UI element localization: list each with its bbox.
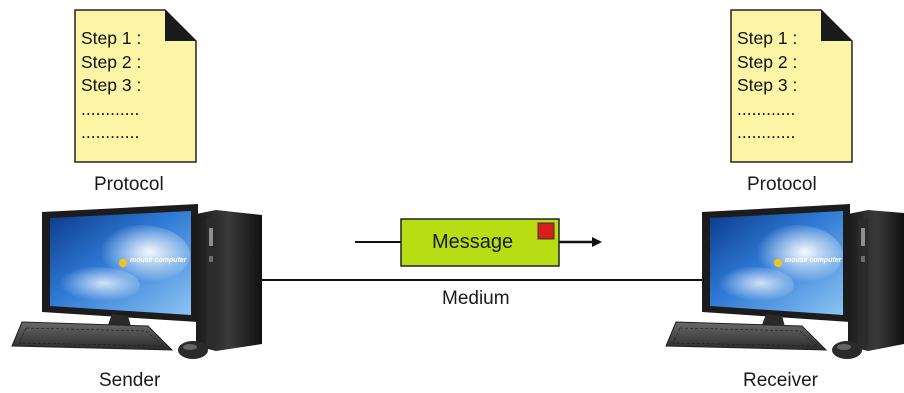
sender-protocol-step-2: Step 2 : (81, 51, 142, 72)
sender-protocol-document (74, 9, 197, 163)
receiver-label: Receiver (743, 370, 818, 391)
message-label: Message (432, 231, 514, 253)
receiver-protocol-step-5: ............ (737, 122, 796, 143)
message-box (400, 218, 560, 267)
sender-protocol-step-5: ............ (81, 122, 140, 143)
receiver-protocol-document (730, 9, 853, 163)
sender-protocol-step-1: Step 1 : (81, 28, 142, 48)
sender-monitor-brand: mouse computer (130, 257, 187, 264)
receiver-protocol-step-4: ............ (737, 98, 796, 119)
receiver-monitor-brand: mouse computer (785, 257, 842, 264)
receiver-protocol-step-1: Step 1 : (737, 28, 798, 48)
sender-protocol-step-3: Step 3 : (81, 75, 142, 96)
sender-computer (11, 204, 262, 359)
receiver-protocol-step-3: Step 3 : (737, 75, 798, 96)
message-marker (537, 222, 555, 240)
sender-protocol-steps: Step 1 : Step 2 : Step 3 : ............ … (81, 27, 141, 145)
sender-protocol-step-4: ............ (81, 98, 140, 119)
sender-label: Sender (99, 370, 161, 391)
receiver-protocol-steps: Step 1 : Step 2 : Step 3 : ............ … (737, 27, 797, 145)
receiver-computer (665, 204, 904, 359)
sender-protocol-caption: Protocol (94, 174, 164, 195)
receiver-protocol-step-2: Step 2 : (737, 51, 798, 72)
receiver-protocol-caption: Protocol (747, 174, 817, 195)
medium-label: Medium (442, 288, 510, 309)
